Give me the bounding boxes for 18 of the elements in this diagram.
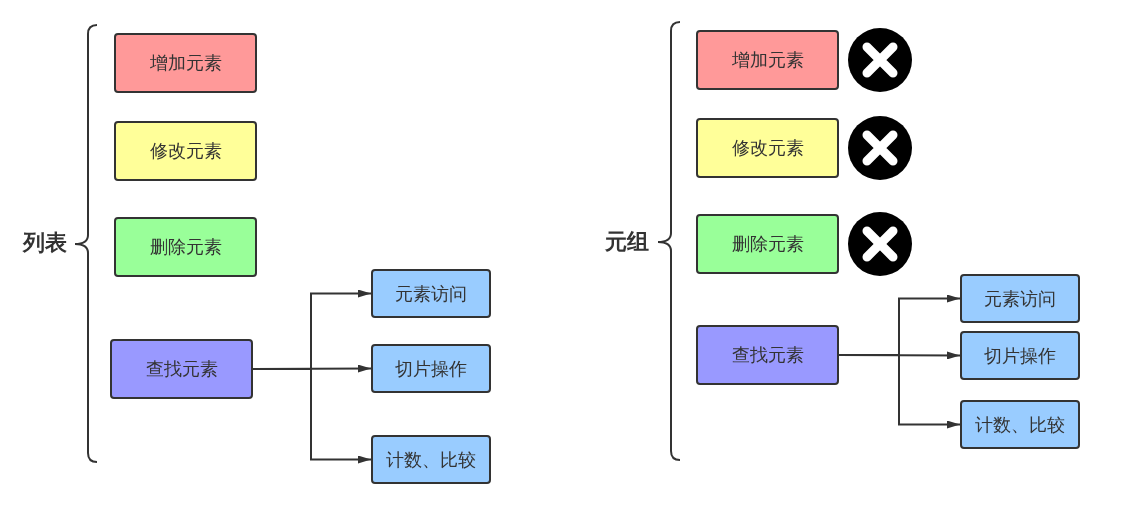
arrow [252, 368, 372, 464]
process-box: 删除元素 [114, 217, 257, 277]
process-box: 修改元素 [114, 121, 257, 181]
process-box: 元素访问 [371, 269, 491, 318]
process-box: 修改元素 [696, 118, 839, 178]
process-box: 删除元素 [696, 214, 839, 274]
group-label: 列表 [23, 232, 67, 254]
process-box: 元素访问 [960, 274, 1080, 323]
process-box: 查找元素 [696, 325, 839, 385]
group-label: 元组 [605, 231, 649, 253]
process-box: 增加元素 [696, 30, 839, 90]
process-box: 计数、比较 [371, 435, 491, 484]
process-box: 计数、比较 [960, 400, 1080, 449]
process-box: 切片操作 [960, 331, 1080, 380]
process-box: 查找元素 [110, 339, 253, 399]
process-box: 增加元素 [114, 33, 257, 93]
process-box: 切片操作 [371, 344, 491, 393]
arrow [838, 354, 961, 429]
